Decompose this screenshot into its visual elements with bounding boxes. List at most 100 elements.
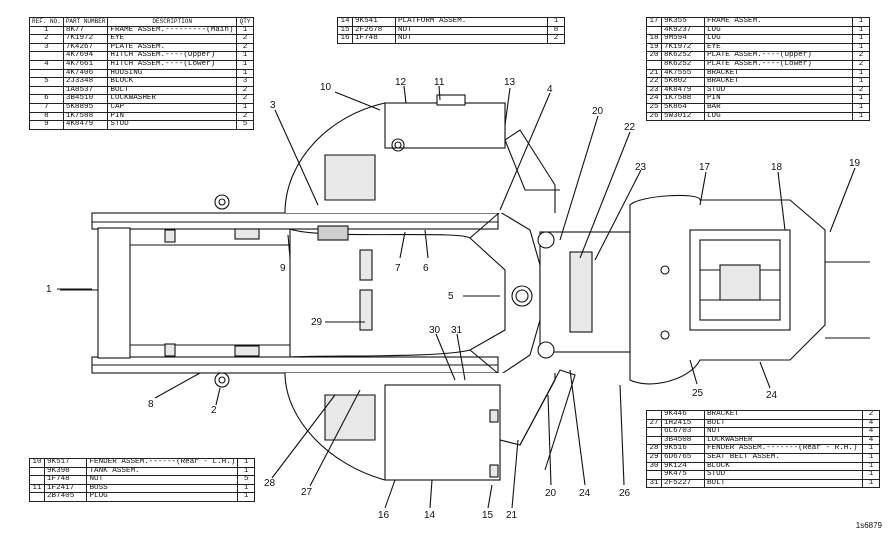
callout-17: 17 <box>699 162 711 173</box>
cell-desc: PLATE ASSEM. <box>107 42 237 53</box>
cell-desc: NUT <box>395 34 548 44</box>
cell-desc: PLATFORM ASSEM. <box>395 17 548 27</box>
cell-qty: 2 <box>852 85 870 96</box>
cell-ref <box>29 85 64 96</box>
center-frame <box>289 228 506 358</box>
cell-desc: FENDER ASSEM.-------(Rear - R.H.) <box>704 444 863 454</box>
cell-desc: PIN <box>704 94 853 104</box>
cell-qty: 1 <box>236 68 254 79</box>
cell-desc: BOLT <box>704 418 863 429</box>
cell-part: 9K516 <box>661 444 705 454</box>
cell-qty: 2 <box>236 34 254 44</box>
cell-ref: 28 <box>646 444 662 454</box>
cell-desc: CAP <box>107 102 237 113</box>
callout-9: 9 <box>280 263 286 274</box>
cell-qty: 1 <box>237 483 255 494</box>
cell-qty: 1 <box>236 51 254 61</box>
cell-qty: 1 <box>852 17 870 27</box>
callout-13: 13 <box>504 77 516 88</box>
header-ref: REF. NO. <box>29 17 64 27</box>
cell-ref <box>29 492 45 502</box>
cell-ref <box>29 475 45 485</box>
cell-qty: 1 <box>862 461 880 472</box>
cell-desc: BRACKET <box>704 77 853 87</box>
cell-qty: 1 <box>236 59 254 70</box>
cell-part: 3B4510 <box>62 94 109 104</box>
callout-15: 15 <box>482 510 494 521</box>
cell-qty: 1 <box>237 492 255 502</box>
cell-part: 1F2417 <box>43 483 88 494</box>
cell-ref: 22 <box>646 77 662 87</box>
cell-part: 4K7661 <box>62 59 109 70</box>
callout-6: 6 <box>423 263 429 274</box>
cell-desc: FENDER ASSEM.------(Rear - L.H.) <box>86 458 239 468</box>
cell-ref: 1 <box>29 25 64 36</box>
cell-qty: 5 <box>236 120 254 130</box>
callout-23: 23 <box>635 162 647 173</box>
cell-ref <box>29 51 64 61</box>
cell-part: 1A8537 <box>62 85 109 96</box>
cell-ref: 25 <box>646 102 662 113</box>
cell-ref: 4 <box>29 59 64 70</box>
cell-ref: 5 <box>29 77 64 87</box>
front-eye-top <box>214 194 230 210</box>
cell-ref: 23 <box>646 85 662 96</box>
cell-ref: 14 <box>337 17 353 27</box>
cell-ref: 9 <box>29 120 64 130</box>
cell-ref: 11 <box>29 483 45 494</box>
callout-8: 8 <box>148 399 154 410</box>
cell-ref: 3 <box>29 42 64 53</box>
callout-19: 19 <box>849 158 861 169</box>
cell-desc: BRACKET <box>704 410 863 420</box>
cell-ref: 20 <box>646 51 662 61</box>
cell-ref: 24 <box>646 94 662 104</box>
cell-qty: 1 <box>237 466 255 477</box>
callout-20: 20 <box>592 106 604 117</box>
front-crossmember <box>97 227 131 359</box>
cell-qty: 1 <box>236 25 254 36</box>
tank <box>384 102 506 149</box>
cell-qty: 1 <box>852 111 870 122</box>
cell-ref: 15 <box>337 25 353 36</box>
callout-2: 2 <box>211 405 217 416</box>
cell-part: 2B7405 <box>43 492 88 502</box>
cell-part: 6D6765 <box>661 452 705 463</box>
cell-part: 9K517 <box>43 458 88 468</box>
cell-ref <box>646 427 662 437</box>
cell-desc: STUD <box>107 120 237 130</box>
callout-3: 3 <box>270 100 276 111</box>
callout-24: 24 <box>579 488 591 499</box>
cell-desc: SEAT BELT ASSEM. <box>704 452 863 463</box>
cell-desc: BAR <box>704 102 853 113</box>
cell-desc: LOCKWASHER <box>704 435 863 446</box>
cell-qty: 1 <box>852 102 870 113</box>
cell-desc: FRAME ASSEM.---------(Main) <box>107 25 237 36</box>
drawing-code: 1s6879 <box>855 521 882 530</box>
callout-21: 21 <box>506 510 518 521</box>
cell-qty: 1 <box>852 77 870 87</box>
cell-qty: 1 <box>237 458 255 468</box>
cell-qty: 4 <box>862 427 880 437</box>
cell-part: 5W3012 <box>661 111 705 122</box>
table-header-row: REF. NO. PART NUMBER DESCRIPTION QTY <box>29 17 254 27</box>
callout-7: 7 <box>395 263 401 274</box>
cell-ref <box>29 68 64 79</box>
cell-qty: 2 <box>236 111 254 122</box>
